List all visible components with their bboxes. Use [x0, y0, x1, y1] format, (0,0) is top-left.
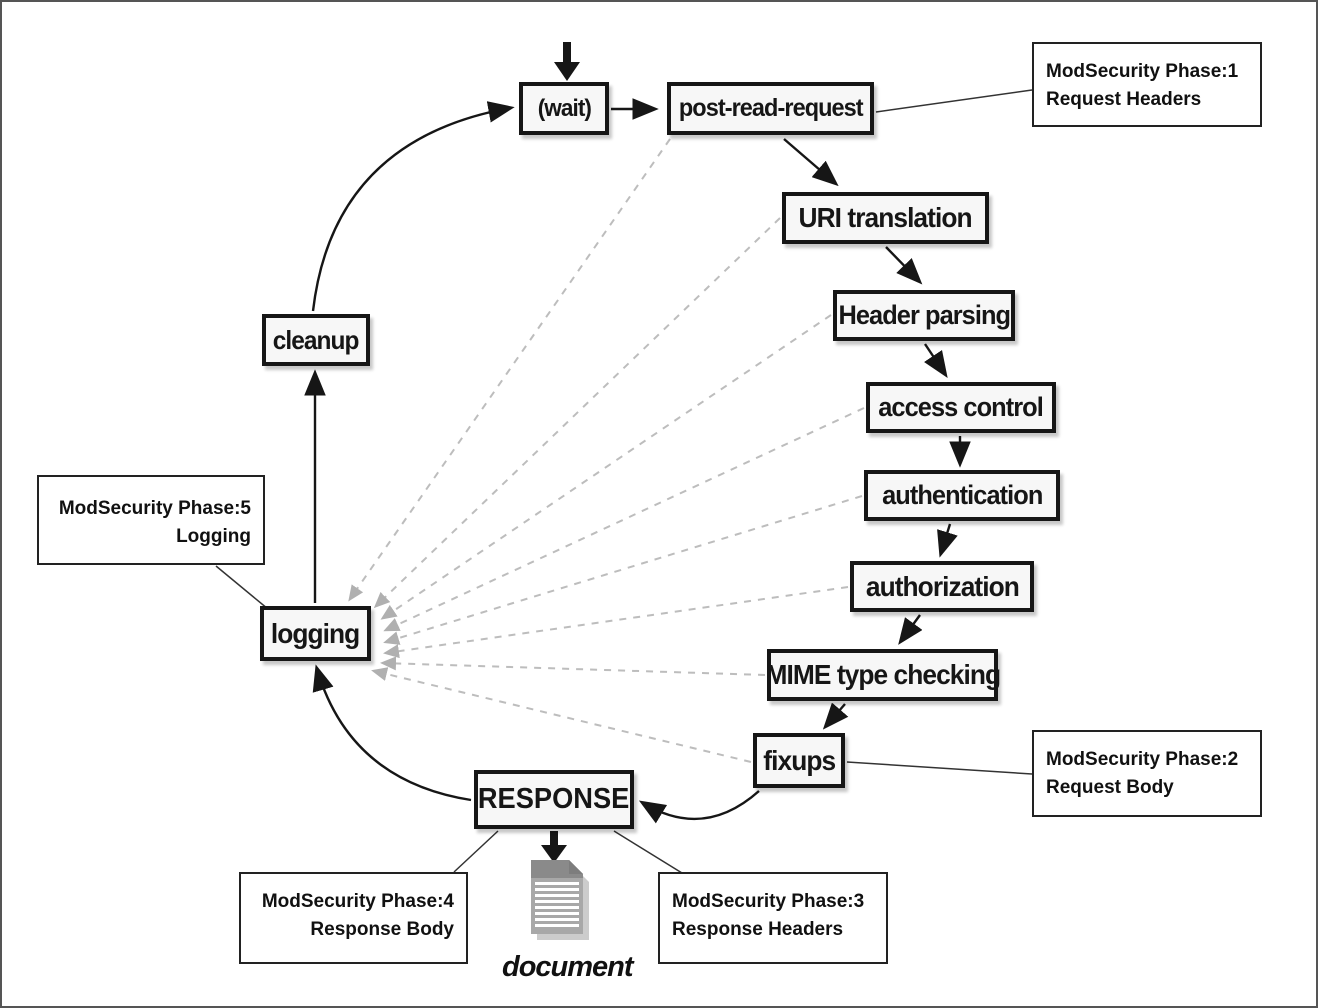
stage-label: fixups — [763, 744, 836, 776]
document-label: document — [502, 951, 634, 983]
stage-label: MIME type checking — [765, 659, 1001, 690]
stage-cleanup: cleanup — [262, 314, 370, 366]
annotation-line1: ModSecurity Phase:4 — [261, 891, 454, 912]
stage-label: access control — [878, 392, 1045, 422]
stage-response: RESPONSE — [474, 770, 634, 829]
stage-label: logging — [271, 617, 360, 649]
annotation-line2: Response Headers — [672, 918, 844, 940]
annotation-phase3: ModSecurity Phase:3 Response Headers — [658, 872, 888, 964]
stage-label: cleanup — [273, 324, 360, 355]
annotation-line1: ModSecurity Phase:5 — [58, 498, 251, 519]
annotation-line2: Response Body — [310, 918, 454, 940]
stage-access-control: access control — [866, 382, 1056, 433]
stage-label: URI translation — [798, 202, 973, 233]
stage-uri-translation: URI translation — [782, 192, 989, 244]
annotation-line2: Request Headers — [1046, 88, 1202, 110]
annotation-phase1: ModSecurity Phase:1 Request Headers — [1032, 42, 1262, 127]
stage-label: authentication — [881, 480, 1043, 510]
annotation-phase5: ModSecurity Phase:5 Logging — [37, 475, 265, 565]
stage-label: Header parsing — [838, 300, 1011, 330]
annotation-phase4: ModSecurity Phase:4 Response Body — [239, 872, 468, 964]
stage-label: post-read-request — [678, 94, 864, 122]
stage-logging: logging — [260, 606, 371, 661]
stage-wait: (wait) — [519, 82, 609, 135]
thick-arrows — [541, 42, 580, 863]
stage-header-parsing: Header parsing — [833, 290, 1015, 341]
annotation-line1: ModSecurity Phase:1 — [1046, 61, 1239, 82]
flow-arrows — [304, 98, 971, 824]
annotation-phase2: ModSecurity Phase:2 Request Body — [1032, 730, 1262, 817]
stage-mime-type-checking: MIME type checking — [765, 649, 1001, 701]
annotation-connectors — [215, 89, 1033, 874]
annotation-line1: ModSecurity Phase:2 — [1046, 749, 1239, 770]
dashed-logging-links — [348, 138, 865, 763]
annotation-line1: ModSecurity Phase:3 — [672, 891, 865, 912]
stage-label: (wait) — [537, 94, 591, 122]
stage-label: authorization — [865, 570, 1019, 602]
document-icon — [531, 860, 589, 940]
annotation-line2: Request Body — [1046, 776, 1174, 798]
stage-authorization: authorization — [850, 561, 1034, 612]
stage-authentication: authentication — [864, 470, 1060, 521]
stage-post-read-request: post-read-request — [667, 82, 874, 135]
stage-fixups: fixups — [753, 733, 845, 788]
document-output: document — [502, 858, 634, 984]
stage-label: RESPONSE — [478, 783, 630, 815]
annotation-line2: Logging — [176, 525, 251, 547]
